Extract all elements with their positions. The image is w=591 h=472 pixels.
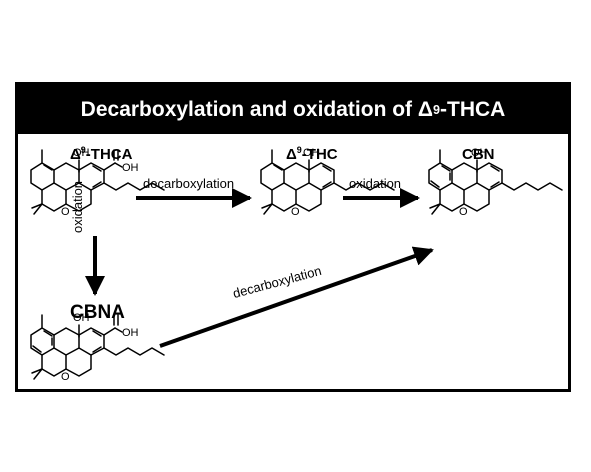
- compound-label-cbna: CBNA: [70, 302, 125, 323]
- cbna-ring-oxygen-label: O: [61, 371, 70, 383]
- title-text: Decarboxylation and oxidation of Δ: [80, 97, 433, 121]
- compound-label-thca: Δ9-THCA: [70, 145, 133, 164]
- thc-structure: [260, 149, 395, 215]
- arrow-label-thca-to-thc: decarboxylation: [143, 176, 235, 191]
- cbna-hydroxyl-label: OH: [73, 312, 90, 324]
- arrow-cbna-to-cbn: [159, 246, 434, 348]
- cbn-hydroxyl-label: OH: [471, 147, 488, 159]
- cbna-structure: [30, 314, 165, 380]
- compound-label-cbn: CBN: [462, 146, 495, 163]
- title-suffix: -THCA: [440, 97, 506, 121]
- cbn-structure: [428, 149, 563, 215]
- thca-hydroxyl-label: OH: [73, 147, 90, 159]
- thca-suffix: -THCA: [85, 146, 133, 163]
- thc-hydroxyl-label: OH: [303, 147, 320, 159]
- thca-superscript: 9: [80, 145, 86, 155]
- cbna-carboxyl-oh-label: OH: [122, 327, 139, 339]
- thc-suffix: -THC: [301, 146, 338, 163]
- thc-ring-oxygen-label: O: [291, 206, 300, 218]
- thca-structure: [30, 149, 165, 215]
- thca-carboxyl-oh-label: OH: [122, 162, 139, 174]
- thca-ring-oxygen-label: O: [61, 206, 70, 218]
- thca-delta: Δ: [70, 146, 81, 163]
- compound-label-thc: Δ9-THC: [286, 145, 338, 164]
- arrow-label-thc-to-cbn: oxidation: [349, 176, 402, 191]
- thc-superscript: 9: [296, 145, 302, 155]
- thc-delta: Δ: [286, 146, 297, 163]
- arrow-label-thca-to-cbna: oxidation: [70, 180, 85, 233]
- cbn-ring-oxygen-label: O: [459, 206, 468, 218]
